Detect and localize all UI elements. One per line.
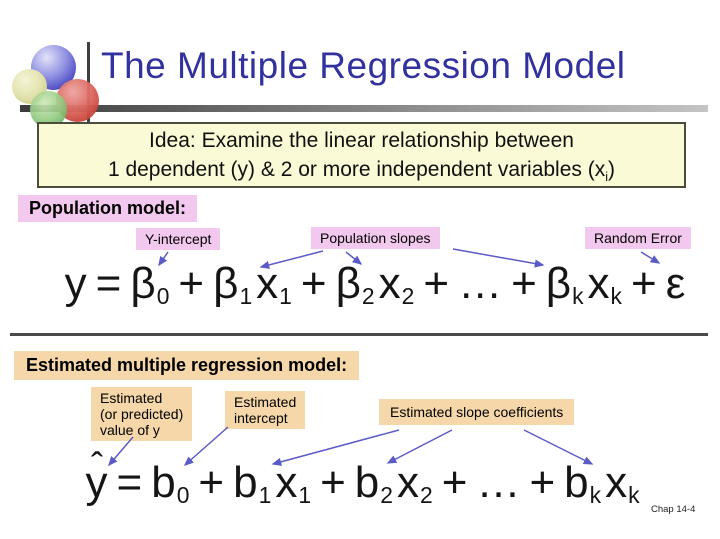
page-number: Chap 14-4	[651, 504, 696, 515]
section-divider	[10, 333, 708, 336]
label-estimated-value-of-y: Estimated (or predicted) value of y	[91, 387, 193, 441]
slide-title: The Multiple Regression Model	[101, 45, 626, 86]
logo-circle-green	[30, 91, 67, 128]
subscript-i: i	[605, 170, 609, 185]
title-underline-bar	[20, 105, 708, 112]
label-estimated-slope-coefficients: Estimated slope coefficients	[379, 399, 575, 425]
population-equation: y=β0+β1x1+β2x2+…+βkxk+ε	[64, 259, 686, 310]
idea-line1: Idea: Examine the linear relationship be…	[149, 129, 574, 152]
idea-box: Idea: Examine the linear relationship be…	[37, 122, 686, 188]
idea-line2: 1 dependent (y) & 2 or more independent …	[107, 158, 616, 185]
label-estimated-intercept: Estimated intercept	[225, 391, 306, 429]
label-population-slopes: Population slopes	[311, 227, 440, 249]
label-y-intercept: Y-intercept	[136, 228, 221, 250]
label-random-error: Random Error	[585, 227, 691, 249]
population-heading: Population model:	[18, 195, 197, 222]
estimated-heading: Estimated multiple regression model:	[14, 351, 360, 380]
